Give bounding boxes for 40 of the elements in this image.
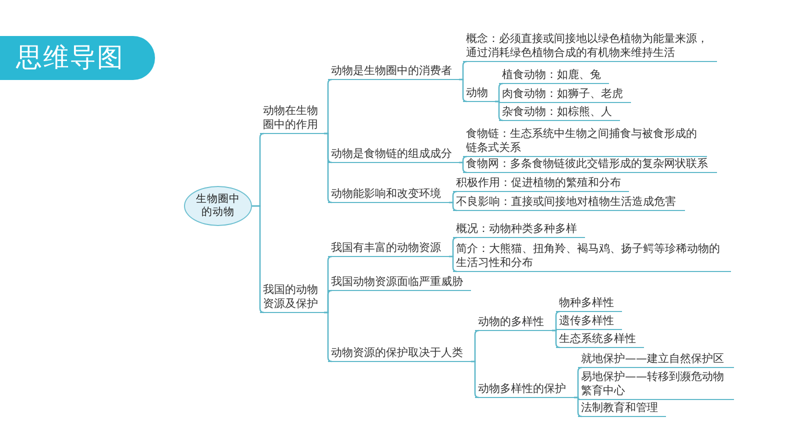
branch-topic: 我国动物资源面临严重威胁 bbox=[328, 275, 471, 291]
branch-topic: 肉食动物：如狮子、老虎 bbox=[499, 87, 631, 103]
branch-topic: 动物是食物链的组成成分 bbox=[328, 147, 459, 163]
branch-topic: 动物 bbox=[463, 86, 495, 102]
connector-line bbox=[495, 100, 504, 122]
branch-topic: 概念：必须直接或间接地以绿色植物为能量来源，通过消耗绿色植物合成的有机物来维持生活 bbox=[463, 32, 717, 62]
branch-topic: 生态系统多样性 bbox=[556, 332, 644, 348]
branch-topic: 概况：动物种类多种多样 bbox=[453, 222, 585, 238]
branch-topic: 不良影响：直接或间接地对植物生活造成危害 bbox=[453, 195, 685, 211]
branch-topic: 我国的动物资源及保护 bbox=[260, 283, 324, 313]
connector-line bbox=[471, 360, 480, 398]
branch-topic: 简介：大熊猫、扭角羚、褐马鸡、扬子鳄等珍稀动物的生活习性和分布 bbox=[453, 242, 731, 272]
branch-topic: 动物资源的保护取决于人类 bbox=[328, 346, 471, 362]
connector-line bbox=[324, 132, 332, 204]
branch-topic: 我国有丰富的动物资源 bbox=[328, 241, 449, 257]
title-banner: 思维导图 bbox=[0, 36, 155, 80]
connector-line bbox=[574, 396, 582, 418]
branch-topic: 遗传多样性 bbox=[556, 314, 622, 330]
connector-line bbox=[552, 330, 560, 348]
branch-topic: 就地保护——建立自然保护区 bbox=[578, 352, 734, 368]
branch-topic: 杂食动物：如棕熊、人 bbox=[499, 105, 620, 121]
branch-topic: 动物是生物圈中的消费者 bbox=[328, 64, 459, 80]
branch-topic: 动物的多样性 bbox=[475, 315, 552, 331]
connector-line bbox=[252, 205, 264, 314]
branch-topic: 动物在生物圈中的作用 bbox=[260, 104, 324, 134]
branch-topic: 积极作用：促进植物的繁殖和分布 bbox=[453, 176, 629, 192]
branch-topic: 动物多样性的保护 bbox=[475, 382, 574, 398]
branch-topic: 动物能影响和改变环境 bbox=[328, 187, 449, 203]
connector-line bbox=[459, 78, 468, 102]
branch-topic: 物种多样性 bbox=[556, 296, 622, 312]
topic-ellipse: 生物圈中的动物 bbox=[184, 186, 252, 226]
connector-line bbox=[449, 256, 458, 272]
branch-topic: 植食动物：如鹿、兔 bbox=[499, 68, 609, 84]
connector-line bbox=[449, 202, 458, 212]
branch-topic: 法制教育和管理 bbox=[578, 401, 666, 417]
connector-line bbox=[459, 162, 468, 174]
branch-topic: 易地保护——转移到濒危动物繁育中心 bbox=[578, 370, 734, 400]
branch-topic: 食物网：多条食物链彼此交错形成的复杂网状联系 bbox=[463, 157, 717, 173]
branch-topic: 食物链：生态系统中生物之间捕食与被食形成的链条式关系 bbox=[463, 127, 707, 157]
connector-line bbox=[324, 312, 332, 362]
